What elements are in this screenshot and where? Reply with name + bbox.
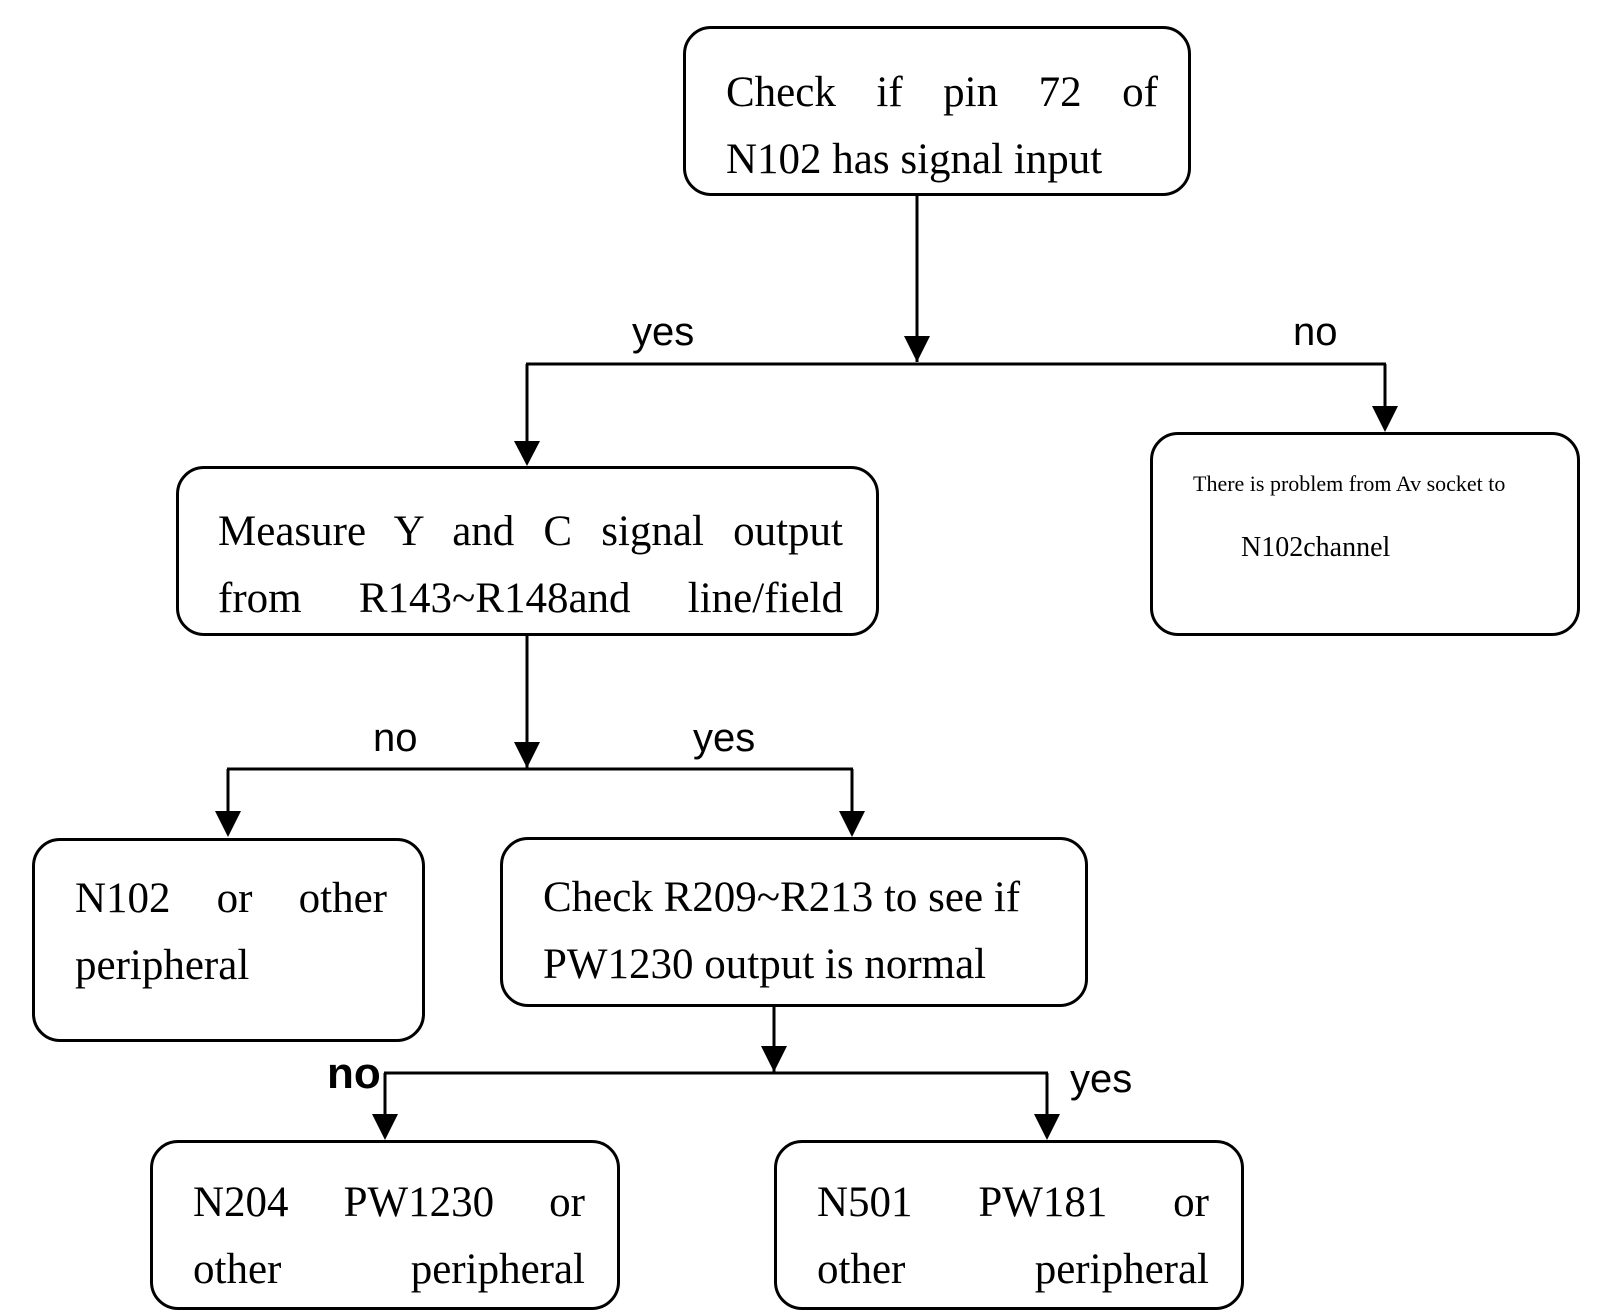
- arrowhead-bottom-trunk: [761, 1046, 787, 1072]
- node-n501-pw181-text: N501 PW181 or other peripheral: [817, 1169, 1209, 1303]
- arrowhead-to-n102: [215, 811, 241, 837]
- label-top-no: no: [1293, 310, 1338, 354]
- node-check-r209: Check R209~R213 to see if PW1230 output …: [500, 837, 1088, 1007]
- arrowhead-top-trunk: [904, 336, 930, 362]
- node-text-line: Measure Y and C signal output: [218, 508, 843, 555]
- node-check-r209-text: Check R209~R213 to see if PW1230 output …: [543, 864, 1063, 998]
- label-mid-yes: yes: [693, 716, 756, 760]
- arrowhead-to-n204: [372, 1114, 398, 1140]
- node-av-socket-problem-text: There is problem from Av socket to N102c…: [1193, 469, 1553, 563]
- node-measure-yc-text: Measure Y and C signal output from R143~…: [218, 498, 843, 632]
- node-n102-peripheral: N102 or other peripheral: [32, 838, 425, 1042]
- node-text-line: N204 PW1230 or: [193, 1179, 585, 1226]
- label-bottom-yes: yes: [1070, 1057, 1133, 1101]
- node-text-line: peripheral: [75, 942, 250, 989]
- node-text-line: N102channel: [1241, 532, 1391, 563]
- node-text-line: other peripheral: [817, 1246, 1209, 1293]
- node-n102-peripheral-text: N102 or other peripheral: [75, 865, 387, 999]
- node-text-line: N501 PW181 or: [817, 1179, 1209, 1226]
- label-top-yes: yes: [632, 310, 695, 354]
- node-check-pin72: Check if pin 72 of N102 has signal input: [683, 26, 1191, 196]
- node-n204-pw1230-text: N204 PW1230 or other peripheral: [193, 1169, 585, 1303]
- node-text-line: PW1230 output is normal: [543, 941, 987, 988]
- node-text-line: N102 or other: [75, 875, 387, 922]
- node-text-line: Check R209~R213 to see if: [543, 874, 1021, 921]
- node-n501-pw181: N501 PW181 or other peripheral: [774, 1140, 1244, 1310]
- node-av-socket-problem: There is problem from Av socket to N102c…: [1150, 432, 1580, 636]
- arrowhead-to-n501: [1034, 1114, 1060, 1140]
- node-text-line: Check if pin 72 of: [726, 69, 1158, 116]
- node-check-pin72-text: Check if pin 72 of N102 has signal input: [726, 59, 1158, 193]
- node-measure-yc: Measure Y and C signal output from R143~…: [176, 466, 879, 636]
- node-text-line: other peripheral: [193, 1246, 585, 1293]
- arrowhead-mid-trunk: [514, 742, 540, 768]
- node-text-line: N102 has signal input: [726, 136, 1103, 183]
- label-bottom-no: no: [327, 1049, 381, 1098]
- arrowhead-to-measure: [514, 441, 540, 466]
- node-n204-pw1230: N204 PW1230 or other peripheral: [150, 1140, 620, 1310]
- label-mid-no: no: [373, 716, 418, 760]
- node-text-line: from R143~R148and line/field: [218, 575, 843, 622]
- arrowhead-to-check-r209: [839, 811, 865, 837]
- arrowhead-to-av-socket: [1372, 406, 1398, 432]
- node-text-line: There is problem from Av socket to: [1193, 471, 1506, 496]
